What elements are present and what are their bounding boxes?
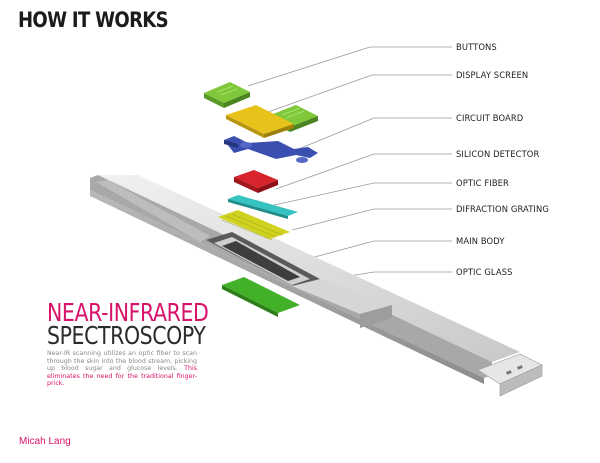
label-main-body: MAIN BODY	[456, 236, 505, 246]
description-text: Near-IR scanning utilizes an optic fiber…	[47, 350, 197, 388]
label-buttons: BUTTONS	[456, 42, 497, 52]
description-body: Near-IR scanning utilizes an optic fiber…	[47, 350, 197, 373]
leader-line-fiber	[269, 182, 375, 207]
description-highlight: This eliminates the need for the traditi…	[47, 365, 197, 388]
label-optic-glass: OPTIC GLASS	[456, 267, 513, 277]
leader-line-buttons	[247, 46, 371, 87]
author-credit: Micah Lang	[19, 436, 71, 447]
label-display-screen: DISPLAY SCREEN	[456, 70, 529, 80]
leader-line-grating	[291, 208, 375, 231]
page-title: HOW IT WORKS	[18, 8, 169, 32]
label-circuit-board: CIRCUIT BOARD	[456, 113, 524, 123]
main-body-shape	[90, 175, 543, 397]
leader-line-display	[267, 74, 373, 113]
circuit-board-shape	[224, 136, 318, 163]
heading-near-infrared: NEAR-INFRARED	[47, 298, 209, 327]
label-optic-fiber: OPTIC FIBER	[456, 178, 509, 188]
heading-spectroscopy: SPECTROSCOPY	[47, 321, 206, 350]
difraction-grating-shape	[218, 210, 290, 241]
leader-lines	[247, 46, 452, 287]
optic-fiber-shape	[228, 195, 298, 219]
display-screen-shape	[226, 105, 294, 138]
label-silicon-detector: SILICON DETECTOR	[456, 149, 540, 159]
label-difraction-grating: DIFRACTION GRATING	[456, 204, 549, 214]
optic-glass-shape	[222, 277, 300, 317]
silicon-detector-shape	[234, 170, 278, 193]
leader-line-detector	[275, 153, 375, 190]
